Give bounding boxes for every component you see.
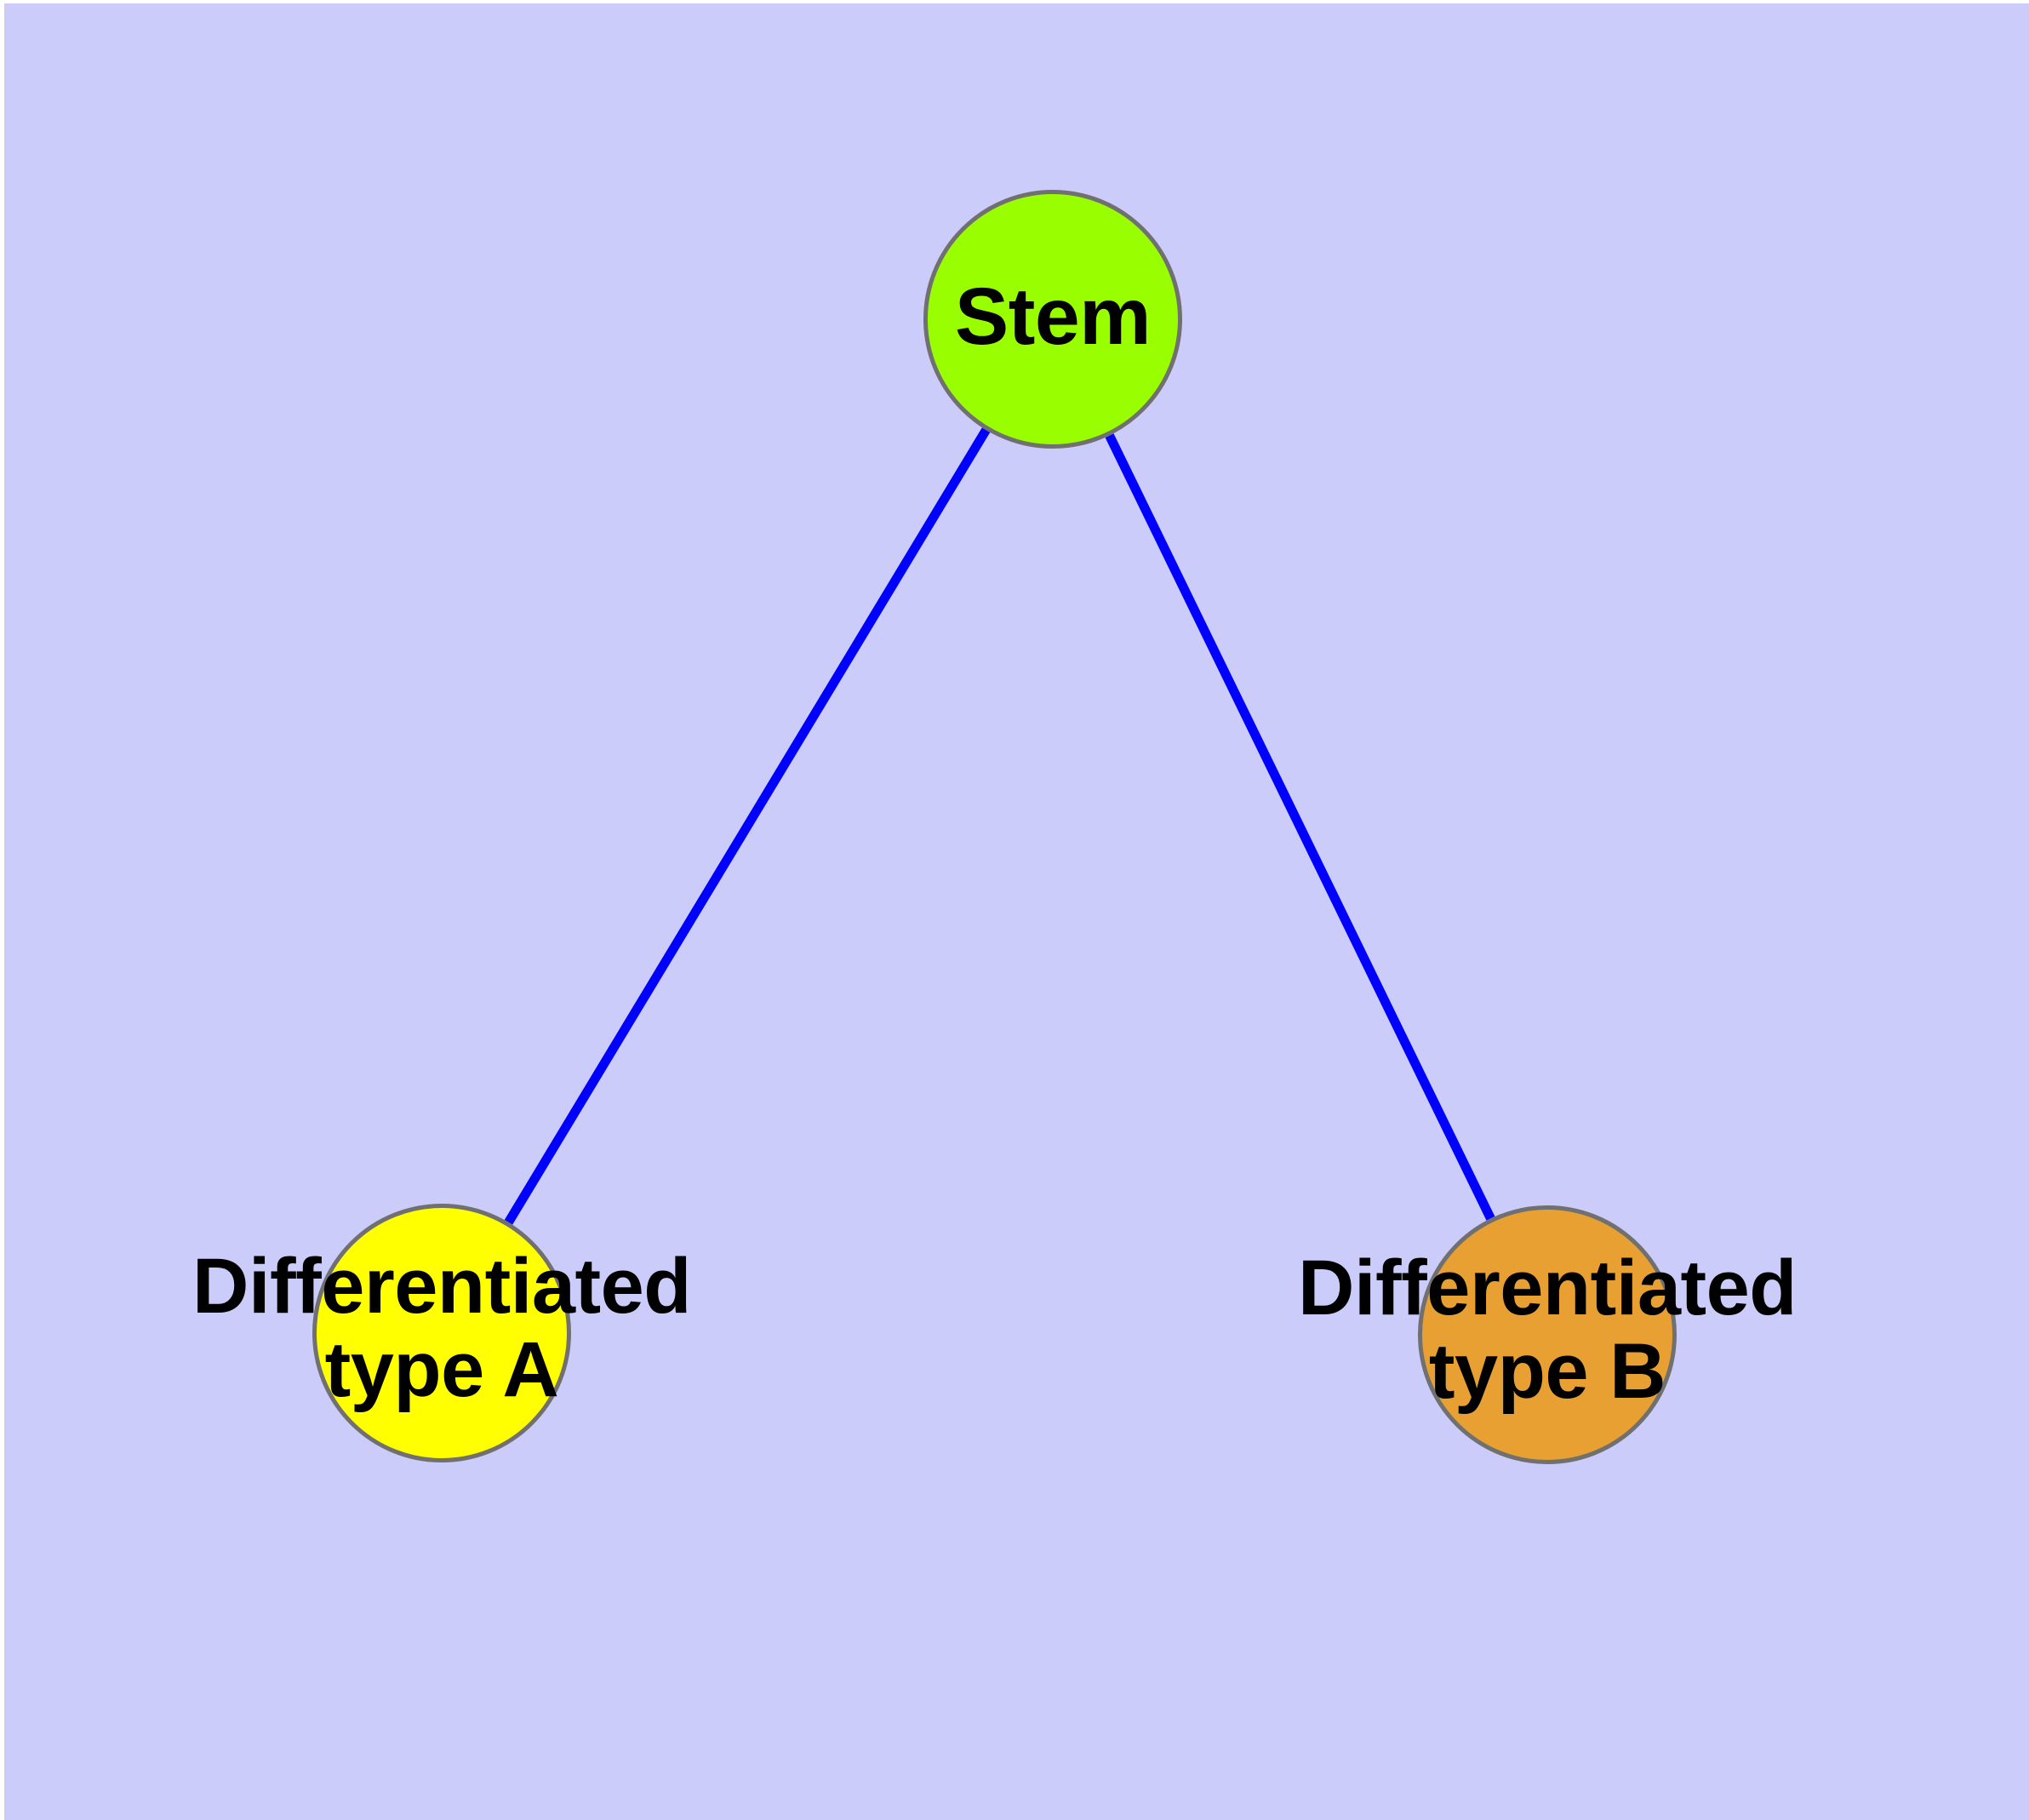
node-layer xyxy=(312,190,1677,1464)
node-differentiated-type-a[interactable] xyxy=(312,1204,571,1462)
edge-stem-to-differentiated-type-b xyxy=(1105,433,1495,1221)
node-differentiated-type-b[interactable] xyxy=(1418,1205,1677,1464)
edge-layer xyxy=(504,427,1495,1225)
node-stem[interactable] xyxy=(923,190,1182,449)
edge-stem-to-differentiated-type-a xyxy=(504,427,991,1225)
